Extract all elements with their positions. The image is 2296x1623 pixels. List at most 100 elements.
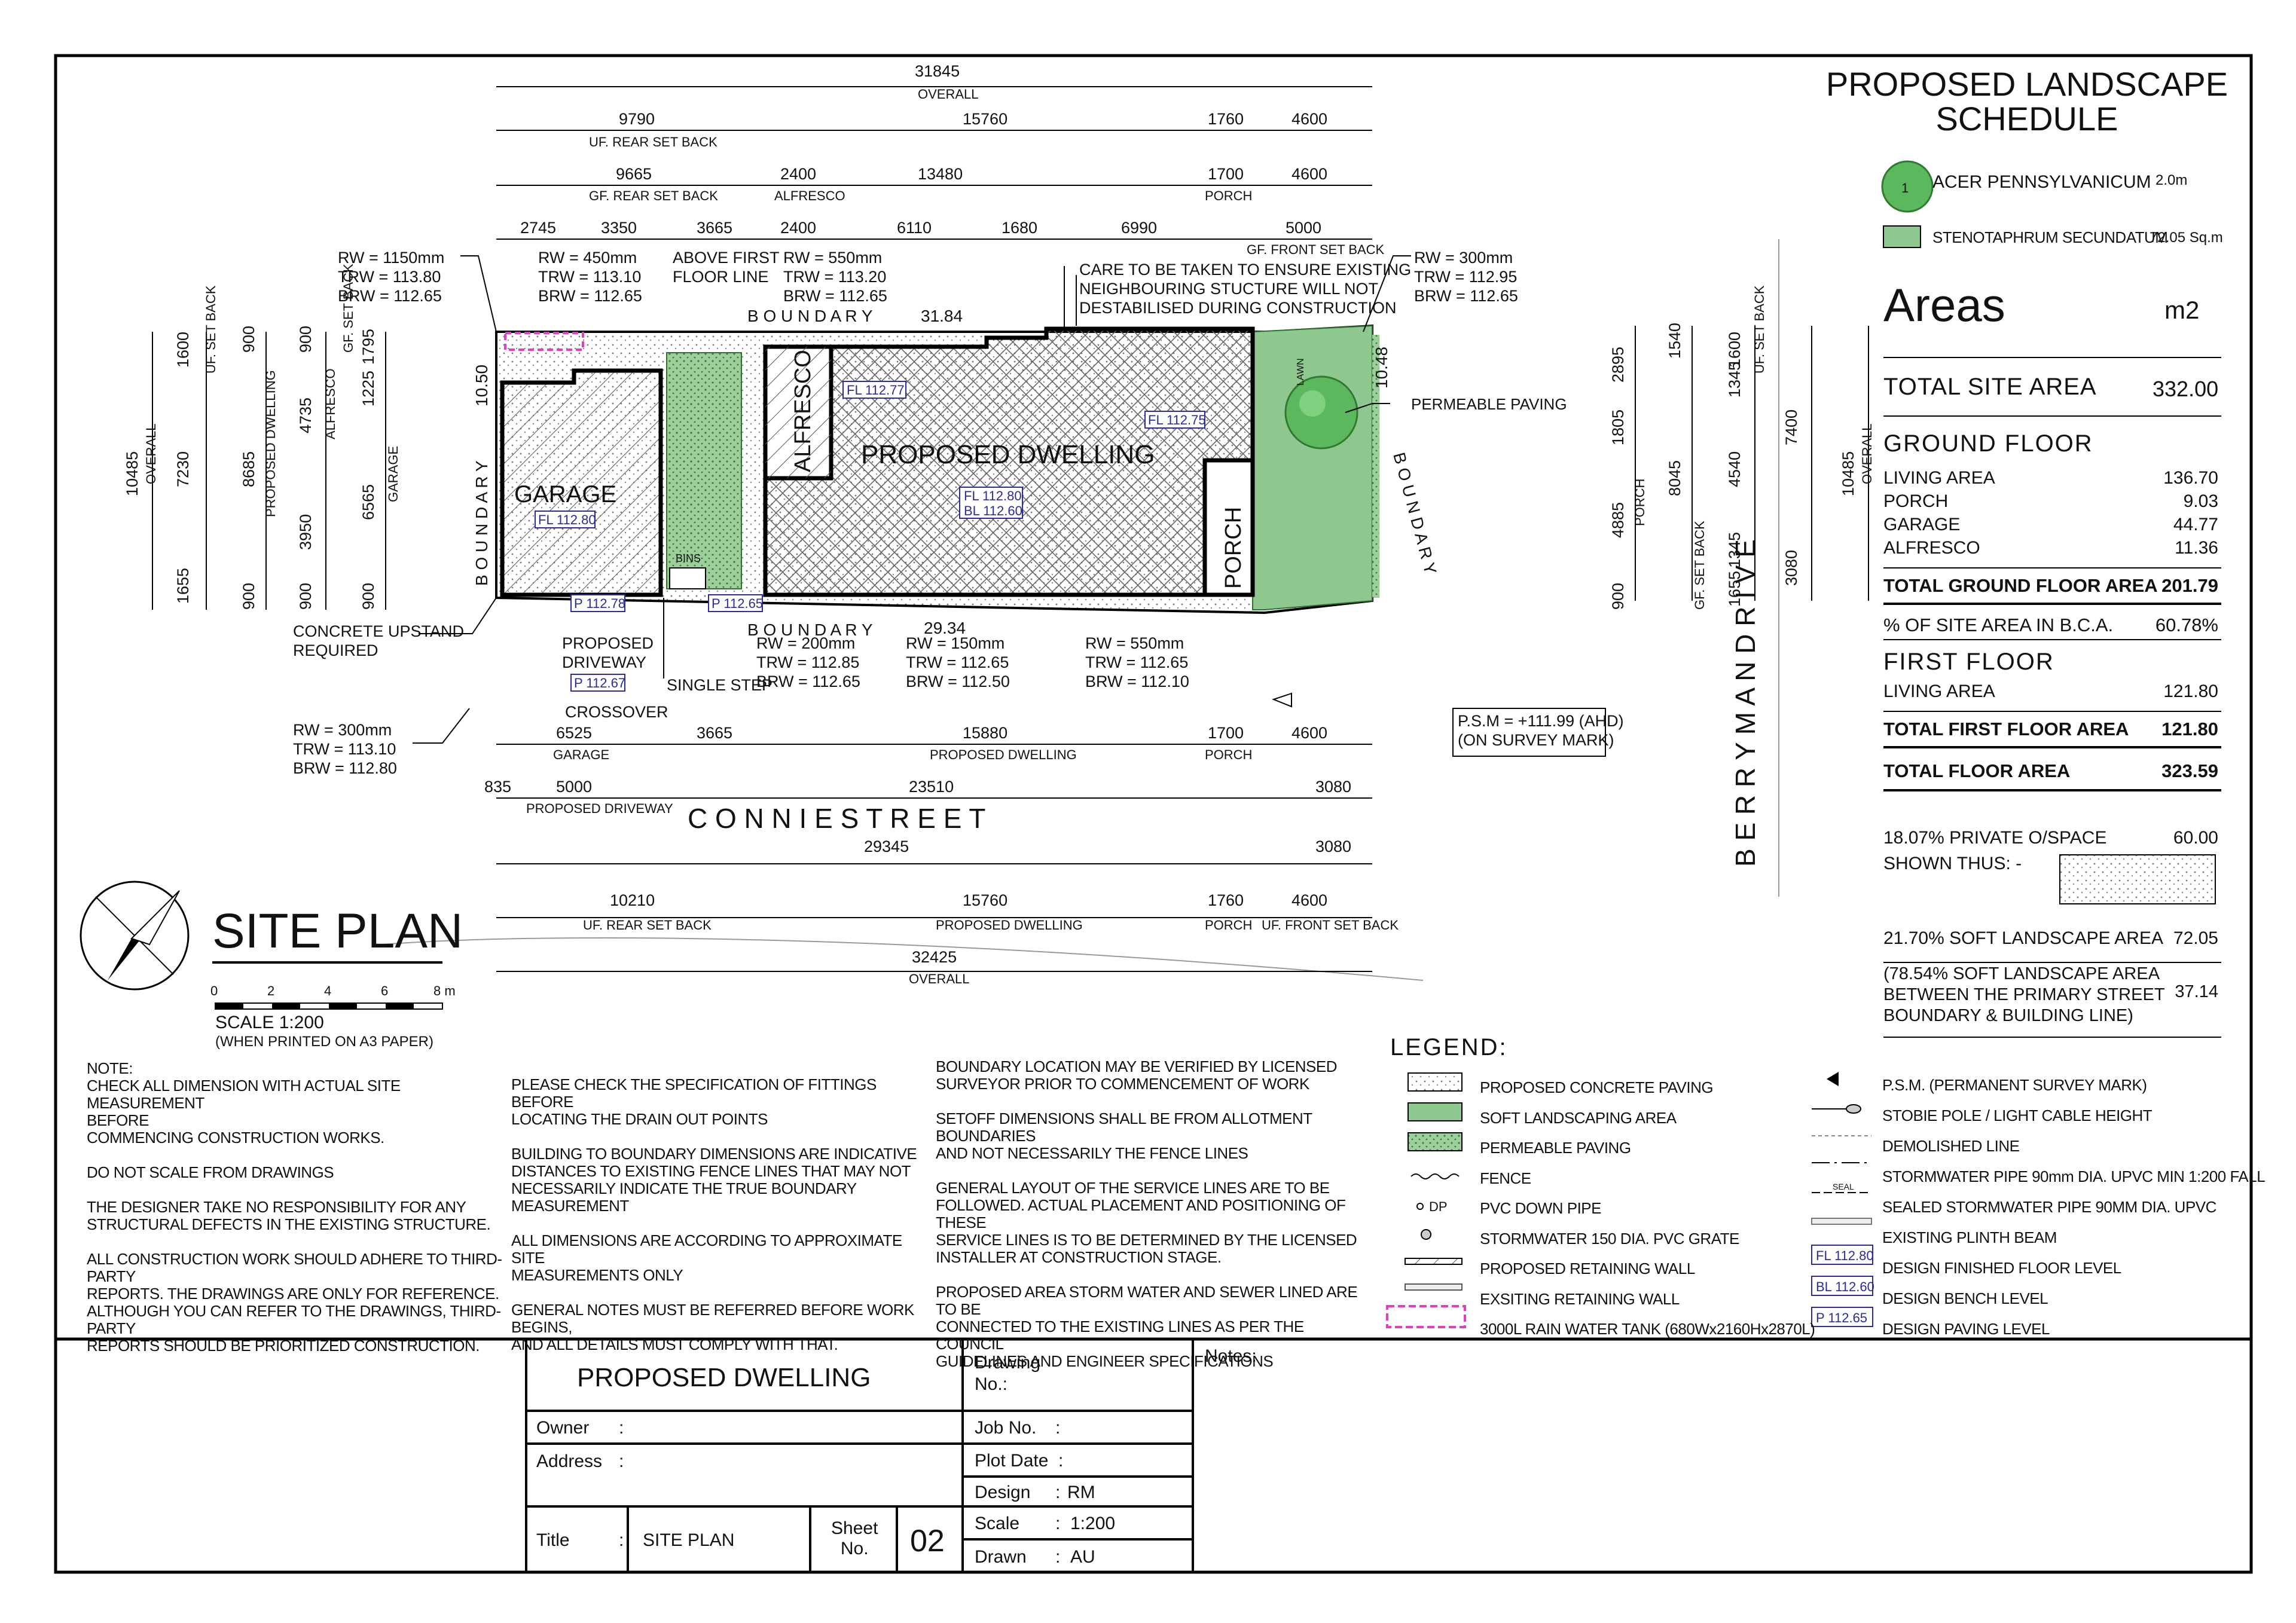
dim-value: 1760 <box>1208 891 1244 909</box>
legend-left-list: PROPOSED CONCRETE PAVING SOFT LANDSCAPIN… <box>1480 1072 1815 1344</box>
plant1-size: 2.0m <box>2155 172 2188 188</box>
bl-tag: BL 112.60 <box>1816 1279 1874 1294</box>
seal-tag: SEAL <box>1833 1182 1854 1191</box>
dim-label: PROPOSED DWELLING <box>930 747 1077 762</box>
dim-value: 9665 <box>616 165 652 183</box>
dim-value: 7230 <box>174 451 192 487</box>
psm-note: P.S.M = +111.99 (AHD)(ON SURVEY MARK) <box>1458 712 1624 749</box>
owner-colon: : <box>619 1418 624 1438</box>
legend-item: STORMWATER 150 DIA. PVC GRATE <box>1480 1229 1739 1248</box>
legend-item: DESIGN BENCH LEVEL <box>1882 1289 2048 1307</box>
porch-footprint <box>1202 458 1255 597</box>
dim-value: 13480 <box>918 165 963 183</box>
dim-value: 10485 <box>123 451 141 496</box>
garage-label: GARAGE <box>514 481 616 508</box>
dim-label: GF. SET BACK <box>1692 521 1707 610</box>
dim-value: 3950 <box>297 514 315 550</box>
dim-value: 5000 <box>1286 219 1321 237</box>
porch-label: PORCH <box>1221 507 1246 589</box>
tree-symbol-number: 1 <box>1901 181 1909 195</box>
dim-label: PORCH <box>1205 188 1252 203</box>
bca-row: % OF SITE AREA IN B.C.A.60.78% <box>1883 615 2218 635</box>
notes-label: Notes: <box>1205 1346 1257 1366</box>
dim-label: OVERALL <box>909 971 970 986</box>
dim-value: 9790 <box>619 110 655 128</box>
dim-label: PORCH <box>1632 479 1647 526</box>
boundary-top-length: 31.84 <box>921 307 963 325</box>
dim-label: ALFRESCO <box>774 188 845 203</box>
dim-label: PROPOSED DRIVEWAY <box>526 801 673 816</box>
dim-overall-bottom: 32425 <box>912 948 957 966</box>
dim-value: 4600 <box>1292 110 1327 128</box>
owner-label: Owner <box>536 1418 590 1438</box>
legend-item: P.S.M. (PERMANENT SURVEY MARK) <box>1882 1076 2147 1094</box>
dimension-labels: 31845 OVERALL 9790 15760 1760 4600 UF. R… <box>123 62 1874 986</box>
dim-value: 6110 <box>897 219 932 237</box>
scale-tick: 8 m <box>433 983 456 998</box>
dim-value: 1600 <box>174 332 192 368</box>
legend-item: PROPOSED CONCRETE PAVING <box>1480 1078 1714 1096</box>
bins-label: BINS <box>676 552 701 564</box>
dim-value: 10210 <box>610 891 655 909</box>
boundary-top-label: B O U N D A R Y <box>747 307 873 325</box>
legend-item: DESIGN FINISHED FLOOR LEVEL <box>1882 1259 2121 1277</box>
dim-value: 1540 <box>1666 323 1684 359</box>
dim-label: PORCH <box>1205 918 1252 933</box>
berryman-drive-label: B E R R Y M A N D R I V E <box>1730 539 1761 867</box>
dim-value: 8685 <box>240 451 258 487</box>
dim-value: 3350 <box>601 219 637 237</box>
job-no-label: Job No. <box>975 1418 1037 1438</box>
dim-value: 3080 <box>1315 838 1351 855</box>
title-block-grid <box>525 1339 1194 1572</box>
dim-value: 900 <box>297 326 315 353</box>
scale-note: (WHEN PRINTED ON A3 PAPER) <box>215 1034 433 1050</box>
tree-symbol-icon <box>1881 160 1934 213</box>
areas-unit: m2 <box>2164 296 2200 324</box>
dim-value: 2400 <box>780 165 816 183</box>
lawn-label: LAWN <box>1296 358 1306 386</box>
dim-label: OVERALL <box>144 424 158 485</box>
job-no-colon: : <box>1055 1418 1061 1438</box>
dim-value: 29345 <box>864 838 909 855</box>
boundary-left-length: 10.50 <box>472 365 491 406</box>
scale-tick: 4 <box>324 983 331 998</box>
dim-value: 900 <box>240 583 258 610</box>
dim-value: 1600 <box>1726 332 1744 368</box>
drawn-value: AU <box>1070 1547 1095 1567</box>
dim-label: UF. SET BACK <box>1752 285 1767 374</box>
notes-col-1: NOTE: CHECK ALL DIMENSION WITH ACTUAL SI… <box>87 1059 502 1355</box>
dim-label: PROPOSED DWELLING <box>263 370 278 517</box>
level-tags: FL 112.77 FL 112.80 BL 112.60 FL 112.80 … <box>535 381 1206 692</box>
legend-item: PVC DOWN PIPE <box>1480 1199 1601 1217</box>
scale-bar: 0 2 4 6 8 m <box>210 983 456 1010</box>
legend-item: SEALED STORMWATER PIPE 90MM DIA. UPVC <box>1882 1198 2216 1216</box>
dim-value: 2895 <box>1609 347 1627 383</box>
dim-value: 8045 <box>1666 460 1684 496</box>
scale-tick: 2 <box>267 983 274 998</box>
fl-tag: FL 112.80 <box>1816 1248 1874 1263</box>
plant1-name: ACER PENNSYLVANICUM <box>1932 172 2151 192</box>
p-drive-tag: P 112.67 <box>574 676 625 690</box>
design-label: Design <box>975 1483 1031 1502</box>
boundary-left-label: B O U N D A R Y <box>472 460 491 586</box>
dim-value: 2745 <box>520 219 556 237</box>
fl-dwelling-tag: FL 112.80 <box>964 488 1022 503</box>
permeable-label: PERMEABLE PAVING <box>1411 395 1567 413</box>
sheet-border <box>54 54 2253 1574</box>
legend-item: FENCE <box>1480 1169 1531 1187</box>
dim-value: 6990 <box>1121 219 1157 237</box>
dim-value: 1700 <box>1208 724 1244 742</box>
p-garage-tag: P 112.78 <box>574 596 625 611</box>
p-path-tag: P 112.65 <box>712 596 763 611</box>
dim-value: 3080 <box>1782 550 1800 586</box>
scale-tick: 0 <box>210 983 218 998</box>
garage-footprint <box>500 368 663 597</box>
